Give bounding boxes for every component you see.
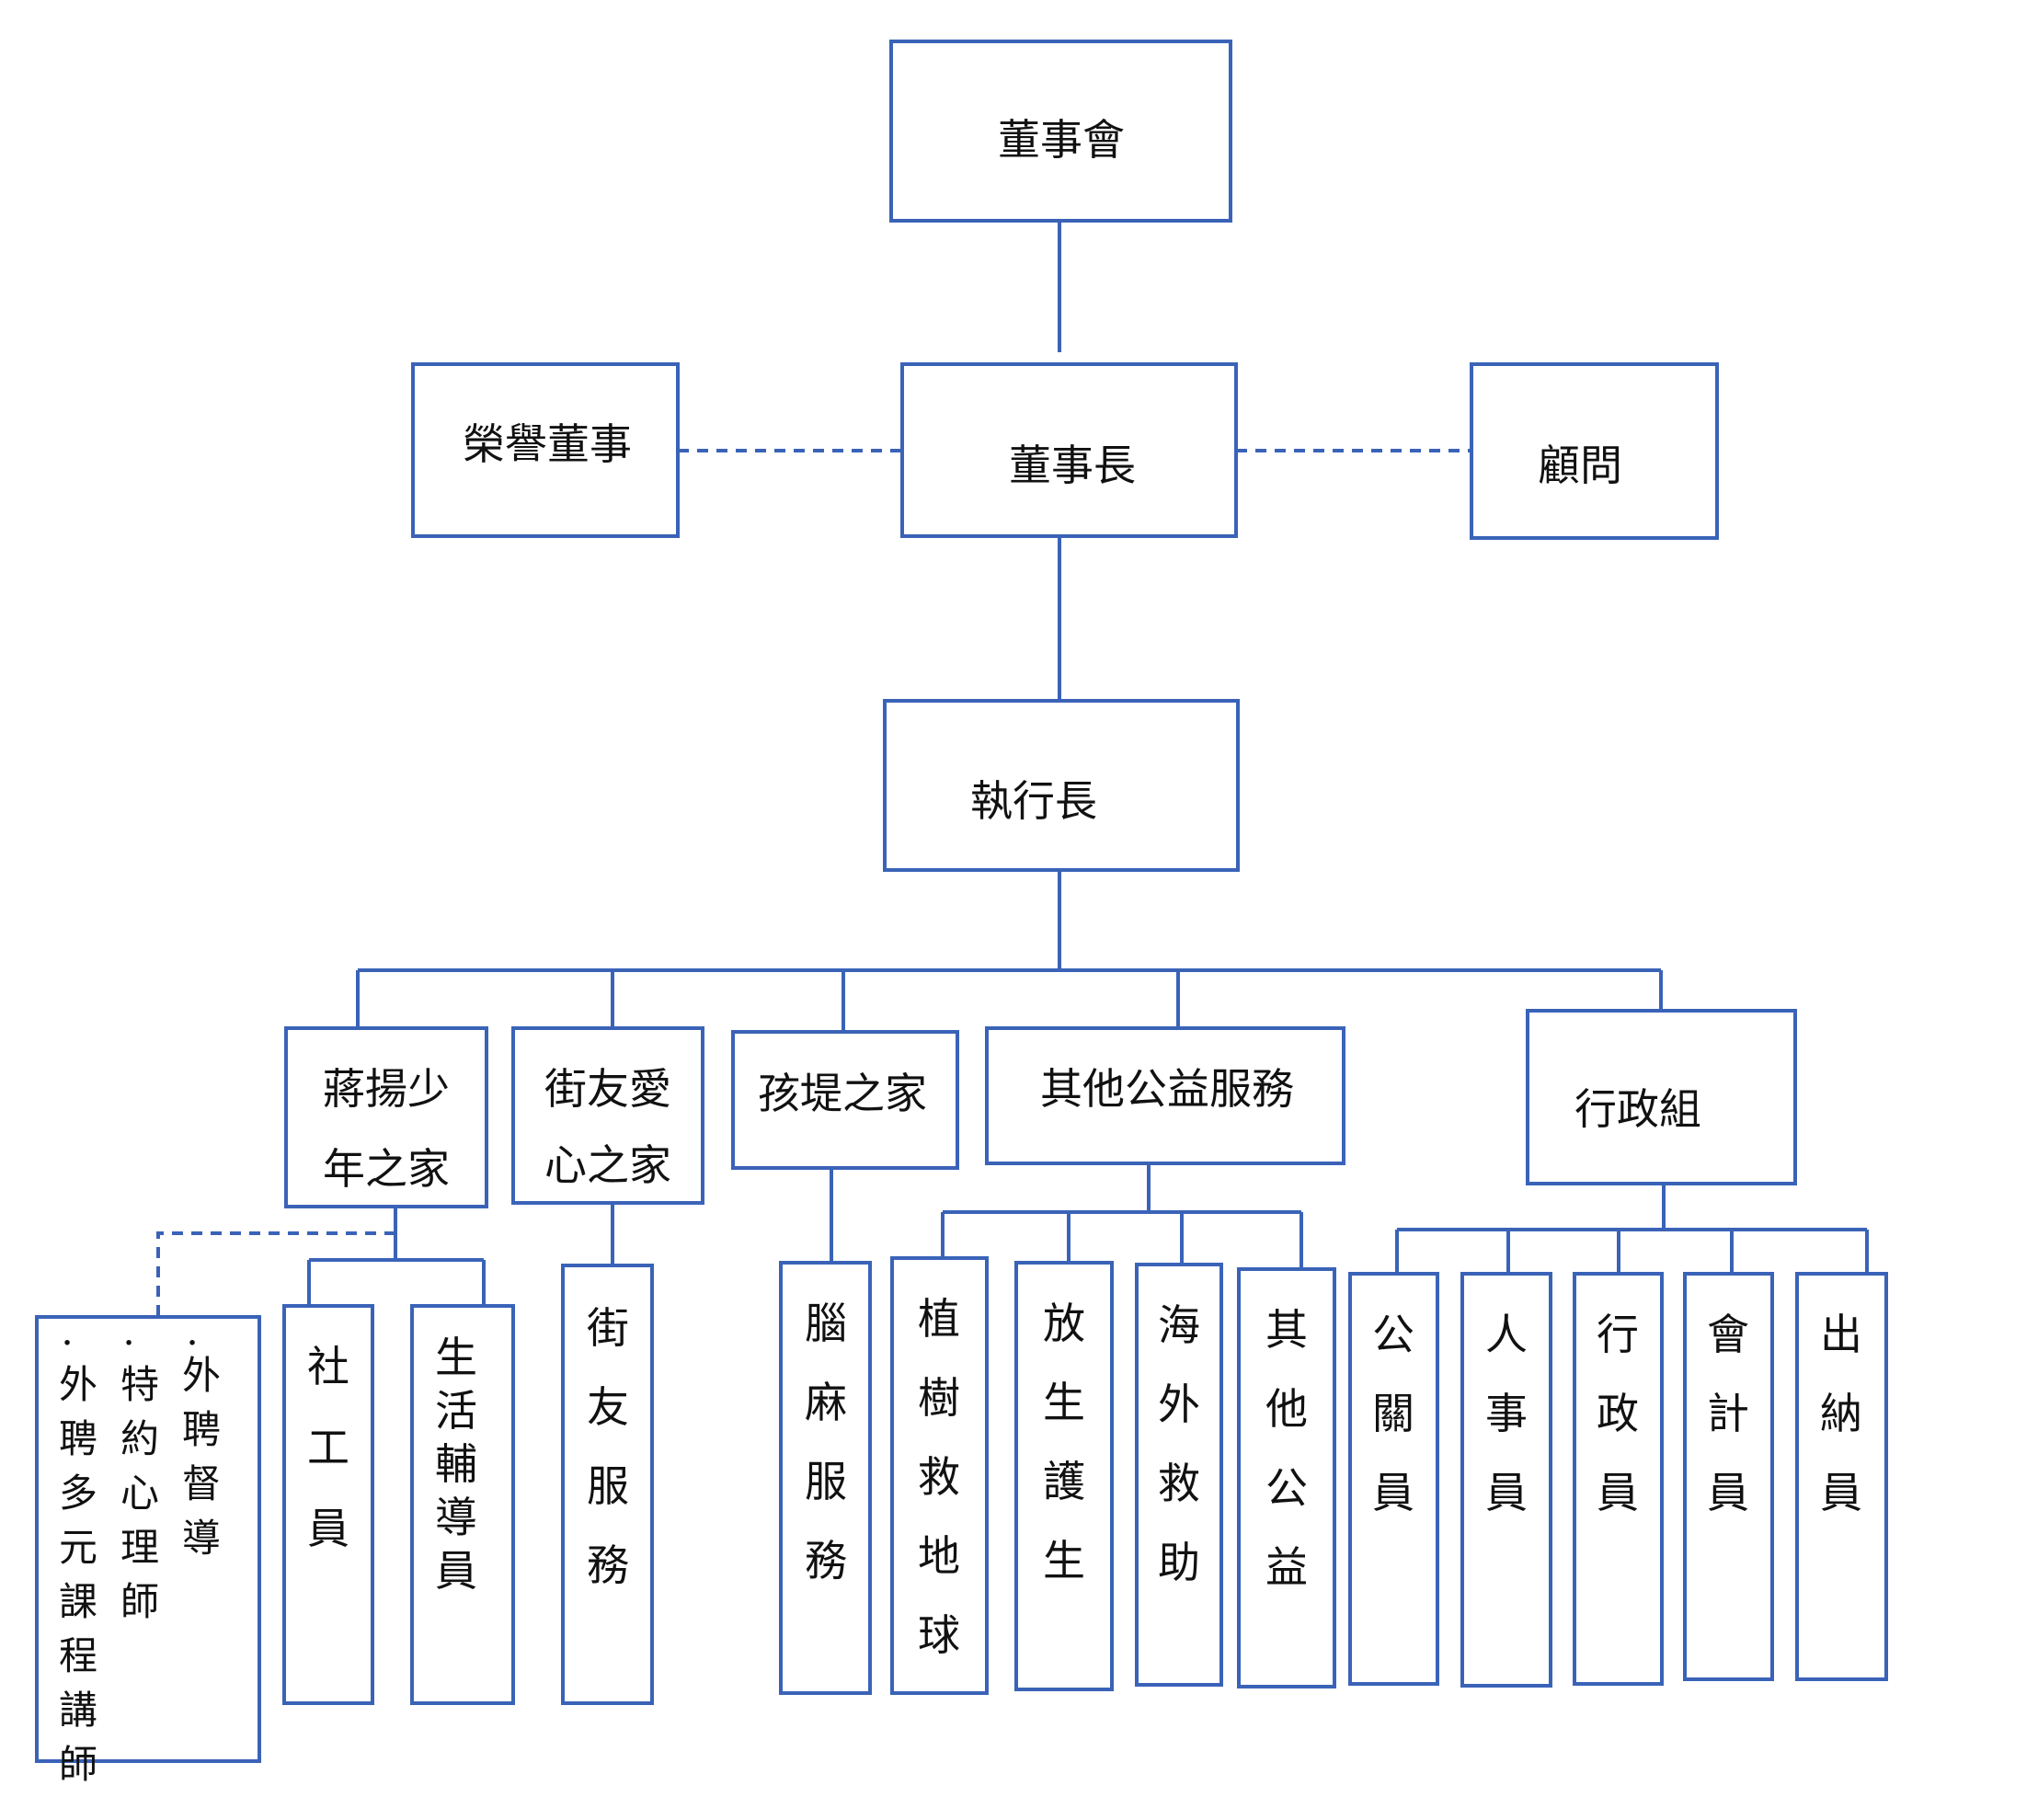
node-accountant-label: 會計員	[1707, 1310, 1749, 1517]
node-honorary: 榮譽董事	[411, 362, 680, 538]
node-admin-officer: 行政員	[1573, 1272, 1664, 1686]
node-external-col3: 外聘督導	[182, 1353, 221, 1561]
node-overseas-aid-label: 海外救助	[1158, 1300, 1200, 1587]
node-tree-planting: 植樹救地球	[890, 1256, 989, 1695]
connectors	[156, 221, 1869, 1317]
node-release-life: 放生護生	[1014, 1261, 1114, 1691]
node-other-services: 其他公益服務	[985, 1026, 1345, 1165]
node-release-life-label: 放生護生	[1043, 1299, 1085, 1585]
node-cp-service: 腦麻服務	[779, 1261, 872, 1695]
node-chairman: 董事長	[900, 362, 1238, 538]
node-pr-officer: 公關員	[1348, 1272, 1439, 1686]
node-jiang-home: 蔣揚少 年之家	[284, 1026, 488, 1208]
node-board: 董事會	[889, 40, 1232, 223]
node-jiang-line1: 蔣揚少	[323, 1064, 450, 1114]
node-cp-service-label: 腦麻服務	[805, 1299, 847, 1585]
connector-jiang-external	[156, 1231, 395, 1317]
svg-text:.: .	[122, 1309, 134, 1354]
node-street-home: 街友愛 心之家	[511, 1026, 704, 1205]
node-social-worker: 社工員	[282, 1304, 374, 1705]
node-external-col1: 外聘多元課程講師	[59, 1362, 97, 1787]
node-tree-planting-label: 植樹救地球	[918, 1294, 960, 1660]
node-ceo-label: 執行長	[970, 776, 1097, 826]
node-admin-label: 行政組	[1574, 1084, 1701, 1134]
node-street-service-label: 街友服務	[587, 1303, 629, 1590]
node-cashier-label: 出納員	[1820, 1310, 1862, 1517]
node-life-counselor: 生活輔導員	[410, 1304, 515, 1705]
node-advisor: 顧問	[1470, 362, 1719, 540]
node-advisor-label: 顧問	[1538, 441, 1622, 490]
node-hr-officer-label: 人事員	[1485, 1310, 1528, 1517]
node-board-label: 董事會	[998, 115, 1125, 165]
node-hr-officer: 人事員	[1460, 1272, 1552, 1688]
node-external-staff: . . . 外聘多元課程講師 特約心理師 外聘督導	[35, 1309, 261, 1787]
node-chairman-label: 董事長	[1009, 441, 1136, 490]
node-cashier: 出納員	[1795, 1272, 1888, 1681]
node-other-public: 其他公益	[1237, 1267, 1336, 1688]
svg-text:.: .	[186, 1309, 198, 1354]
node-external-col2: 特約心理師	[120, 1362, 159, 1624]
node-haiti-label: 孩堤之家	[758, 1069, 927, 1118]
node-other-services-label: 其他公益服務	[1040, 1064, 1294, 1114]
node-life-counselor-label: 生活輔導員	[435, 1333, 477, 1596]
node-overseas-aid: 海外救助	[1135, 1263, 1223, 1687]
node-street-line1: 街友愛	[544, 1064, 671, 1114]
node-admin-group: 行政組	[1526, 1009, 1797, 1185]
node-other-public-label: 其他公益	[1265, 1305, 1308, 1592]
node-pr-officer-label: 公關員	[1372, 1310, 1414, 1517]
node-street-line2: 心之家	[544, 1140, 671, 1190]
node-haiti-home: 孩堤之家	[731, 1030, 959, 1170]
svg-text:.: .	[61, 1309, 73, 1354]
node-street-service: 街友服務	[561, 1264, 654, 1705]
node-ceo: 執行長	[883, 699, 1240, 872]
node-honorary-label: 榮譽董事	[463, 419, 632, 469]
node-jiang-line2: 年之家	[323, 1144, 450, 1194]
node-social-worker-label: 社工員	[307, 1342, 349, 1553]
node-admin-officer-label: 行政員	[1597, 1310, 1639, 1517]
node-accountant: 會計員	[1683, 1272, 1774, 1681]
